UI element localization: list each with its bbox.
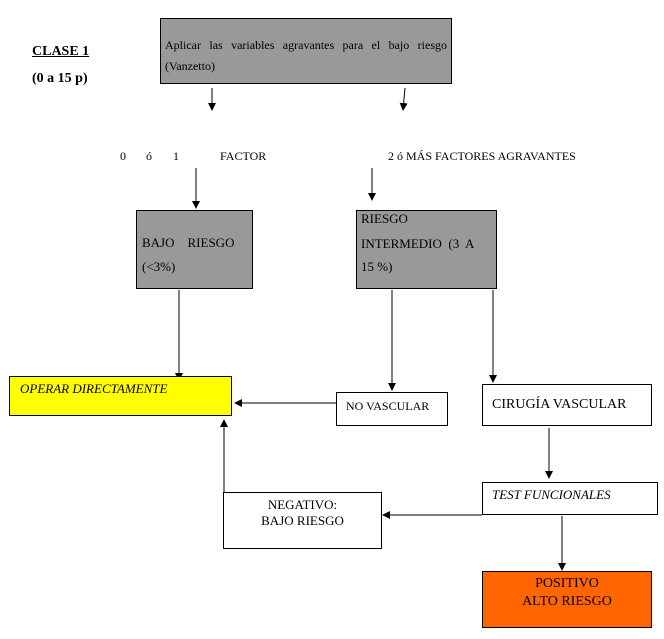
functional-tests-text: TEST FUNCIONALES <box>492 487 611 502</box>
operate-directly-box: OPERAR DIRECTAMENTE <box>9 376 232 416</box>
low-risk-line2: (<3%) <box>142 259 176 274</box>
positive-line1: POSITIVO <box>535 576 599 591</box>
left-count-1: 1 <box>173 149 179 163</box>
vascular-surgery-box: CIRUGÍA VASCULAR <box>482 384 652 426</box>
class-label: CLASE 1 <box>32 44 90 59</box>
left-count-0: 0 <box>120 149 126 163</box>
right-branch-label: 2 ó MÁS FACTORES AGRAVANTES <box>388 149 576 163</box>
intermediate-risk-box: RIESGO INTERMEDIO (3 A 15 %) <box>356 210 497 289</box>
positive-box: POSITIVO ALTO RIESGO <box>482 571 652 628</box>
negative-line1: NEGATIVO: <box>267 497 338 512</box>
left-count-or: ó <box>146 149 152 163</box>
non-vascular-text: NO VASCULAR <box>346 399 430 413</box>
non-vascular-box: NO VASCULAR <box>336 392 448 426</box>
positive-line2: ALTO RIESGO <box>522 594 612 609</box>
intermediate-line1: RIESGO <box>361 211 408 226</box>
left-branch-label: FACTOR <box>220 149 267 163</box>
vascular-surgery-text: CIRUGÍA VASCULAR <box>492 397 627 412</box>
low-risk-box: BAJO RIESGO (<3%) <box>136 210 253 289</box>
points-range: (0 a 15 p) <box>32 71 88 86</box>
arrow-top-right <box>399 87 408 111</box>
intermediate-line3: 15 %) <box>361 259 393 274</box>
negative-line2: BAJO RIESGO <box>261 513 344 528</box>
apply-variables-box: Aplicar las variables agravantes para el… <box>160 18 452 84</box>
functional-tests-box: TEST FUNCIONALES <box>482 482 658 515</box>
operate-directly-text: OPERAR DIRECTAMENTE <box>20 381 168 396</box>
apply-variables-text: Aplicar las variables agravantes para el… <box>165 38 447 73</box>
negative-box: NEGATIVO: BAJO RIESGO <box>223 492 382 549</box>
low-risk-line1: BAJO RIESGO <box>142 235 235 250</box>
intermediate-line2: INTERMEDIO (3 A <box>361 236 475 251</box>
